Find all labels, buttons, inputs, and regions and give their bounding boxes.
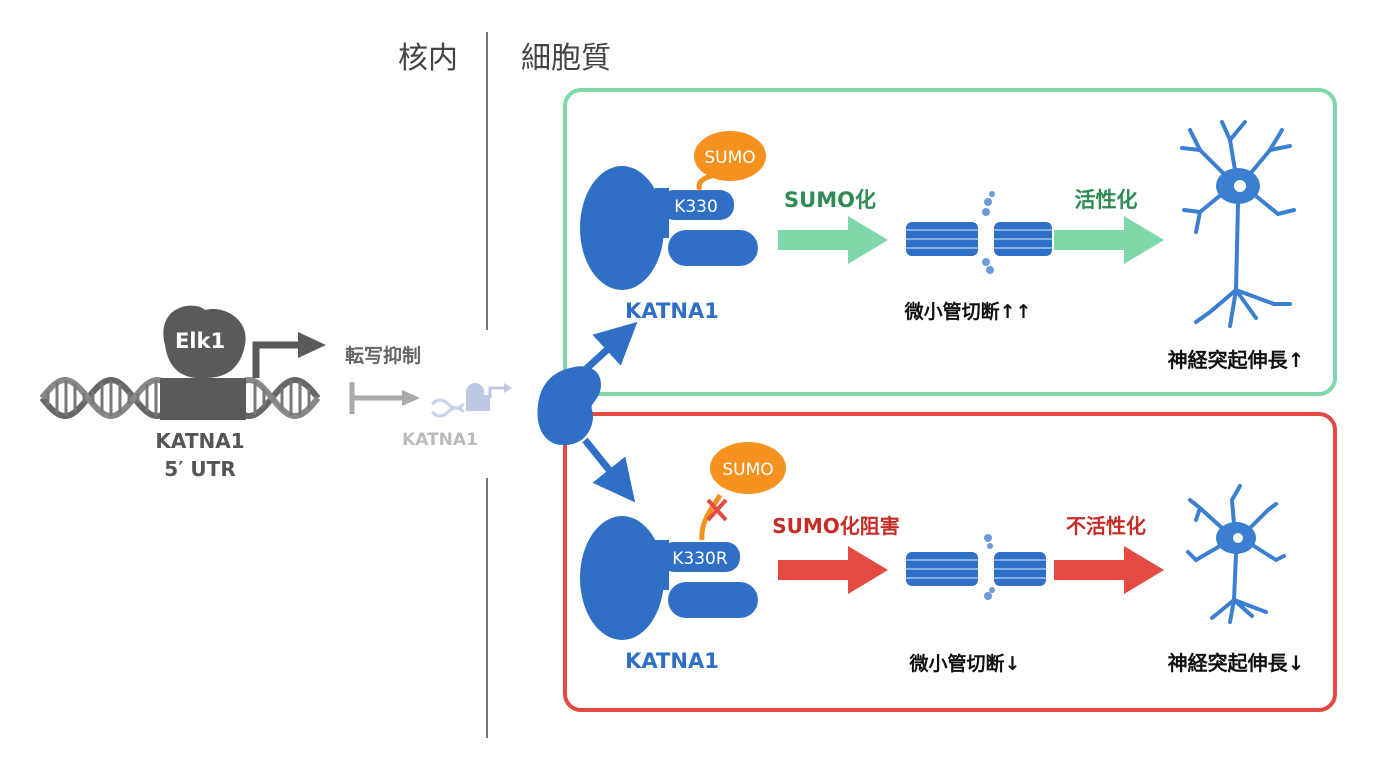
- neuron-label-top: 神経突起伸長↑: [1168, 348, 1305, 372]
- faded-gene-label: KATNA1: [402, 430, 478, 450]
- protein-label-top: KATNA1: [625, 299, 719, 323]
- neuron-label-bottom: 神経突起伸長↓: [1168, 651, 1305, 675]
- faded-gene-icon: [430, 383, 512, 418]
- branch-down-arrow: [582, 437, 636, 503]
- microtubule-bottom-icon: [906, 534, 1046, 600]
- sumo-tag-bottom: SUMO: [722, 460, 773, 480]
- microtubule-top-icon: [906, 191, 1052, 274]
- blocked-x-icon: [706, 498, 728, 522]
- elk1-label: Elk1: [175, 329, 225, 353]
- utr-label: 5′ UTR: [164, 457, 235, 481]
- repression-arrowhead: [402, 390, 420, 406]
- sumoylation-panel: [563, 88, 1337, 396]
- step1-arrow-bottom: [778, 546, 888, 594]
- transcription-start-arrow: [252, 341, 300, 378]
- cytoplasm-label: 細胞質: [521, 41, 611, 76]
- step2-label-bottom: 不活性化: [1066, 514, 1146, 538]
- step1-arrow-top: [778, 216, 888, 264]
- nucleus-label: 核内: [398, 41, 458, 76]
- branch-up-arrow: [582, 321, 638, 373]
- elk1-factor: Elk1: [160, 305, 246, 420]
- sumo-tag-top: SUMO: [704, 148, 755, 168]
- repression-label: 転写抑制: [345, 344, 421, 367]
- sumo-block-panel: [563, 412, 1337, 712]
- step2-arrow-top: [1054, 216, 1164, 264]
- katna1-protein-top: K330 SUMO: [580, 131, 766, 290]
- step1-label-bottom: SUMO化阻害: [772, 514, 900, 538]
- microtubule-label-bottom: 微小管切断↓: [909, 652, 1021, 675]
- katna1-protein-bottom: K330R SUMO: [580, 442, 786, 640]
- transcription-arrowhead: [298, 332, 326, 358]
- site-label-bottom: K330R: [672, 549, 728, 569]
- neuron-top-icon: [1180, 120, 1296, 328]
- gene-label: KATNA1: [155, 429, 244, 453]
- central-katna1-blob: [537, 366, 601, 446]
- step1-label-top: SUMO化: [784, 188, 876, 212]
- protein-label-bottom: KATNA1: [625, 649, 719, 673]
- neuron-bottom-icon: [1186, 484, 1286, 624]
- step2-label-top: 活性化: [1075, 188, 1138, 212]
- step2-arrow-bottom: [1054, 546, 1164, 594]
- microtubule-label-top: 微小管切断↑↑: [904, 300, 1032, 323]
- site-label-top: K330: [674, 197, 718, 217]
